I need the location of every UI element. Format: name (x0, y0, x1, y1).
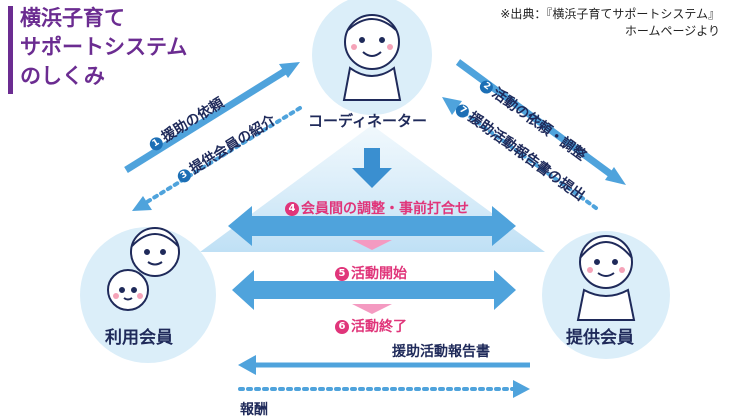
step-4-text: 会員間の調整・事前打合せ (301, 201, 469, 217)
activity-double-arrow (232, 270, 516, 310)
provider-icon (576, 235, 636, 321)
title-line-3: のしくみ (20, 64, 105, 88)
report-arrowhead (238, 355, 256, 375)
user-icon (107, 227, 180, 311)
pink-down-5 (352, 304, 392, 314)
down-arrow (352, 148, 392, 188)
source-line-2: ホームページより (624, 24, 720, 38)
adjust-arrowhead (605, 167, 626, 185)
request-arrow (124, 65, 292, 173)
introduce-arrow (140, 106, 302, 207)
report-submit-arrow (450, 102, 598, 210)
step-6-number: 6 (335, 320, 349, 334)
step-5-text: 活動開始 (351, 266, 407, 282)
source-line-1: ※出典：『横浜子育てサポートシステム』 (500, 7, 720, 21)
step-4-number: 4 (285, 202, 299, 216)
report-label: 援助活動報告書 (392, 344, 490, 360)
title-line-1: 横浜子育て (20, 6, 125, 30)
payment-arrowhead (513, 380, 530, 398)
user-label: 利用会員 (105, 328, 173, 348)
request-arrowhead (279, 62, 300, 78)
coordinator-icon (342, 14, 402, 101)
pink-down-4 (352, 240, 392, 250)
step-5-number: 5 (335, 267, 349, 281)
page-title: 横浜子育て サポートシステム のしくみ (20, 4, 240, 91)
payment-label: 報酬 (240, 402, 268, 418)
step-6-text: 活動終了 (351, 319, 407, 335)
adjust-double-arrow (228, 206, 516, 246)
coordinator-label: コーディネーター (308, 112, 427, 130)
source-note: ※出典：『横浜子育てサポートシステム』 ホームページより (500, 6, 720, 40)
title-accent-bar (8, 6, 13, 94)
provider-label: 提供会員 (566, 328, 634, 348)
title-line-2: サポートシステム (20, 35, 188, 59)
introduce-arrowhead (132, 196, 152, 211)
report-submit-arrowhead (442, 97, 462, 115)
